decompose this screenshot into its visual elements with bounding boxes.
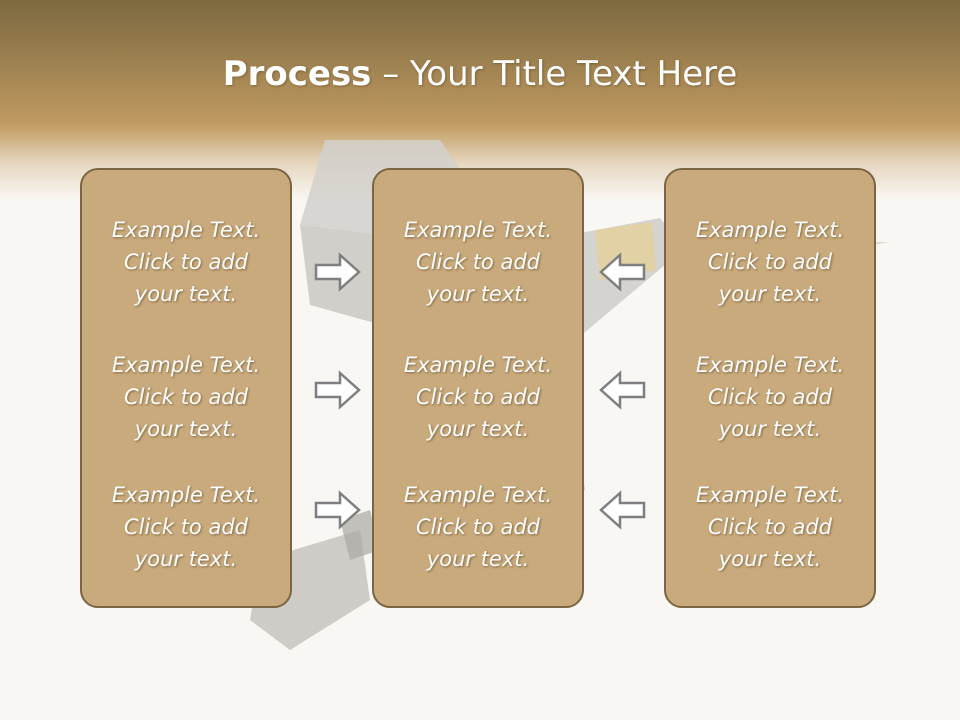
title-bold: Process — [222, 54, 372, 94]
left-arrow-icon — [599, 370, 646, 410]
right-arrow-icon — [314, 370, 361, 410]
title-subtitle: – Your Title Text Here — [371, 54, 738, 94]
panel-text-placeholder[interactable]: Example Text. Click to add your text. — [695, 483, 845, 571]
panel-text-placeholder[interactable]: Example Text. Click to add your text. — [111, 353, 261, 441]
right-arrow-icon — [314, 252, 361, 292]
left-arrow-icon — [599, 490, 646, 530]
left-arrow-icon — [599, 252, 646, 292]
panel-text-placeholder[interactable]: Example Text. Click to add your text. — [695, 353, 845, 441]
process-panel-center[interactable]: Example Text. Click to add your text. Ex… — [372, 168, 584, 608]
panel-text-placeholder[interactable]: Example Text. Click to add your text. — [111, 218, 261, 306]
panel-text-placeholder[interactable]: Example Text. Click to add your text. — [695, 218, 845, 306]
title-banner — [0, 0, 960, 200]
process-panel-left[interactable]: Example Text. Click to add your text. Ex… — [80, 168, 292, 608]
panel-text-placeholder[interactable]: Example Text. Click to add your text. — [403, 218, 553, 306]
process-panel-right[interactable]: Example Text. Click to add your text. Ex… — [664, 168, 876, 608]
panel-text-placeholder[interactable]: Example Text. Click to add your text. — [111, 483, 261, 571]
panel-text-placeholder[interactable]: Example Text. Click to add your text. — [403, 353, 553, 441]
right-arrow-icon — [314, 490, 361, 530]
panel-text-placeholder[interactable]: Example Text. Click to add your text. — [403, 483, 553, 571]
slide-title[interactable]: Process – Your Title Text Here — [0, 52, 960, 96]
